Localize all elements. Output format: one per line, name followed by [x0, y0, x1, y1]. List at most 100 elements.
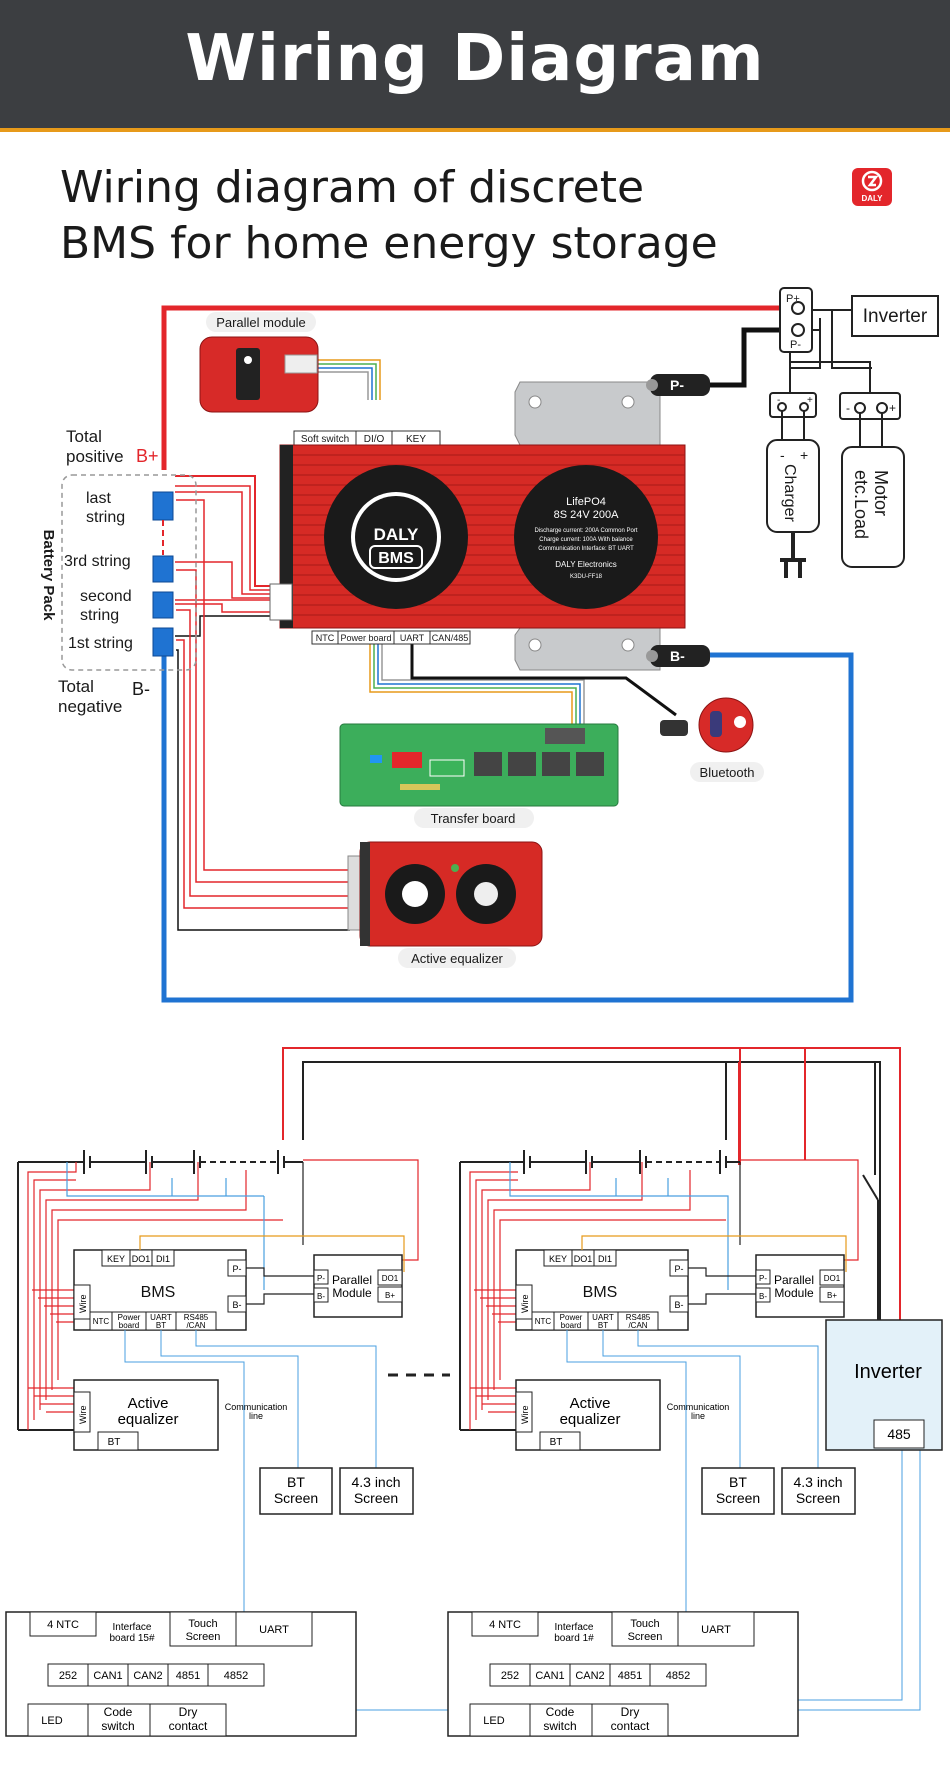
- right-led: LED: [483, 1715, 504, 1727]
- left-can2: CAN2: [133, 1670, 162, 1682]
- total-positive-label-2: positive: [66, 447, 124, 466]
- string-3rd-label: 3rd string: [64, 553, 131, 570]
- header-bar: Wiring Diagram: [0, 0, 950, 132]
- charger-minus-2: -: [780, 447, 785, 463]
- unit-right: BMS KEY DO1 DI1 P- B- Wire NTC Power boa…: [447, 1150, 903, 1737]
- right-bms-ntc: NTC: [535, 1317, 552, 1326]
- parallel-module-wires: [318, 359, 381, 400]
- right-bms-wire: Wire: [520, 1295, 530, 1314]
- right-comm-2: line: [691, 1411, 705, 1421]
- bluetooth-device: [660, 697, 754, 753]
- spec-chemistry: LifePO4: [566, 496, 606, 508]
- port-key: KEY: [406, 434, 426, 445]
- left-bms-rs485: RS485: [184, 1313, 209, 1322]
- subtitle-line-2: BMS for home energy storage: [60, 218, 718, 269]
- left-code-2: switch: [101, 1719, 134, 1733]
- left-bms-bt: BT: [156, 1321, 166, 1330]
- left-pm-bminus: B-: [317, 1292, 325, 1301]
- right-4852: 4852: [666, 1670, 690, 1682]
- right-252: 252: [501, 1670, 519, 1682]
- string-1st-label: 1st string: [68, 635, 133, 652]
- left-interface-2: board 15#: [109, 1633, 154, 1644]
- right-pm-pminus: P-: [759, 1274, 767, 1283]
- left-4851: 4851: [176, 1670, 200, 1682]
- right-code-1: Code: [546, 1705, 575, 1719]
- left-comm-2: line: [249, 1411, 263, 1421]
- right-bms-b-minus: B-: [675, 1300, 684, 1310]
- right-btscreen-1: BT: [729, 1474, 747, 1490]
- total-negative-label: Total: [58, 677, 94, 696]
- right-touch-2: Screen: [628, 1631, 663, 1643]
- right-pm-bplus: B+: [827, 1291, 837, 1300]
- port-uart: UART: [400, 633, 425, 643]
- left-bms-b-minus: B-: [233, 1300, 242, 1310]
- left-bms-power: Power: [118, 1313, 141, 1322]
- inverter-top: [851, 295, 939, 337]
- right-bms-can: /CAN: [628, 1321, 647, 1330]
- motor-load-device: [841, 446, 905, 568]
- output-terminal-block: [779, 287, 813, 353]
- left-can1: CAN1: [93, 1670, 122, 1682]
- string-second-label: second: [80, 588, 132, 605]
- left-bms-p-minus: P-: [233, 1264, 242, 1274]
- left-bms-board: board: [119, 1321, 139, 1330]
- active-equalizer-label: Active equalizer: [411, 951, 503, 966]
- left-code-1: Code: [104, 1705, 133, 1719]
- spec-detail-1: Discharge current: 200A Common Port: [534, 528, 637, 534]
- charger-minus: -: [777, 395, 780, 406]
- right-dry-1: Dry: [621, 1705, 640, 1719]
- inverter-top-label: Inverter: [863, 306, 928, 327]
- right-inch-2: Screen: [796, 1490, 840, 1506]
- left-btscreen-2: Screen: [274, 1490, 318, 1506]
- right-pm-bminus: B-: [759, 1292, 767, 1301]
- bms-bottom-ports: NTC Power board UART CAN/485: [311, 630, 471, 645]
- left-touch-1: Touch: [188, 1618, 217, 1630]
- left-inch-1: 4.3 inch: [351, 1474, 400, 1490]
- left-parallel-2: Module: [332, 1286, 372, 1300]
- right-bms-p-minus: P-: [675, 1264, 684, 1274]
- left-pm-bplus: B+: [385, 1291, 395, 1300]
- left-comm-1: Communication: [225, 1402, 288, 1412]
- left-uart: UART: [259, 1624, 289, 1636]
- left-252: 252: [59, 1670, 77, 1682]
- battery-cell-1st: [152, 627, 174, 657]
- left-btscreen-1: BT: [287, 1474, 305, 1490]
- port-soft-switch: Soft switch: [301, 434, 349, 445]
- inverter-485-port: 485: [887, 1426, 911, 1442]
- total-negative-label-2: negative: [58, 697, 122, 716]
- bms-fan-right: [514, 465, 658, 609]
- p-minus-output-label: P-: [790, 339, 801, 351]
- right-btscreen-2: Screen: [716, 1490, 760, 1506]
- right-eq-wire: Wire: [520, 1406, 530, 1425]
- left-pm-pminus: P-: [317, 1274, 325, 1283]
- right-bms-di1: DI1: [598, 1254, 612, 1264]
- spec-detail-2: Charge current: 100A With balance: [539, 537, 633, 543]
- left-eq-wire: Wire: [78, 1406, 88, 1425]
- port-power-board: Power board: [340, 633, 391, 643]
- p-minus-heatsink: [514, 381, 661, 446]
- active-equalizer-device: [347, 841, 543, 947]
- page-title: Wiring Diagram: [185, 22, 765, 96]
- bms-top-ports: Soft switch DI/O KEY: [293, 430, 441, 446]
- right-parallel-1: Parallel: [774, 1273, 814, 1287]
- string-last-label: last: [86, 490, 111, 507]
- right-bms-power: Power: [560, 1313, 583, 1322]
- right-parallel-2: Module: [774, 1286, 814, 1300]
- spec-detail-3: Communication Interface: BT UART: [538, 546, 634, 552]
- b-plus-wire: [161, 305, 792, 470]
- transfer-board-device: [339, 723, 619, 807]
- left-dry-2: contact: [169, 1719, 208, 1733]
- left-bms-key: KEY: [107, 1254, 125, 1264]
- b-minus-terminal: [646, 645, 710, 667]
- battery-pack-label: Battery Pack: [40, 530, 57, 622]
- charger-plus-2: +: [800, 447, 808, 463]
- right-bms-label: BMS: [583, 1284, 618, 1301]
- left-led: LED: [41, 1715, 62, 1727]
- right-bms-bt: BT: [598, 1321, 608, 1330]
- equalizer-wires: [176, 499, 350, 909]
- left-bms-wire: Wire: [78, 1295, 88, 1314]
- total-positive-label: Total: [66, 427, 102, 446]
- left-eq-2: equalizer: [118, 1411, 179, 1428]
- bms-label: BMS: [378, 550, 414, 567]
- transfer-board-label: Transfer board: [431, 811, 516, 826]
